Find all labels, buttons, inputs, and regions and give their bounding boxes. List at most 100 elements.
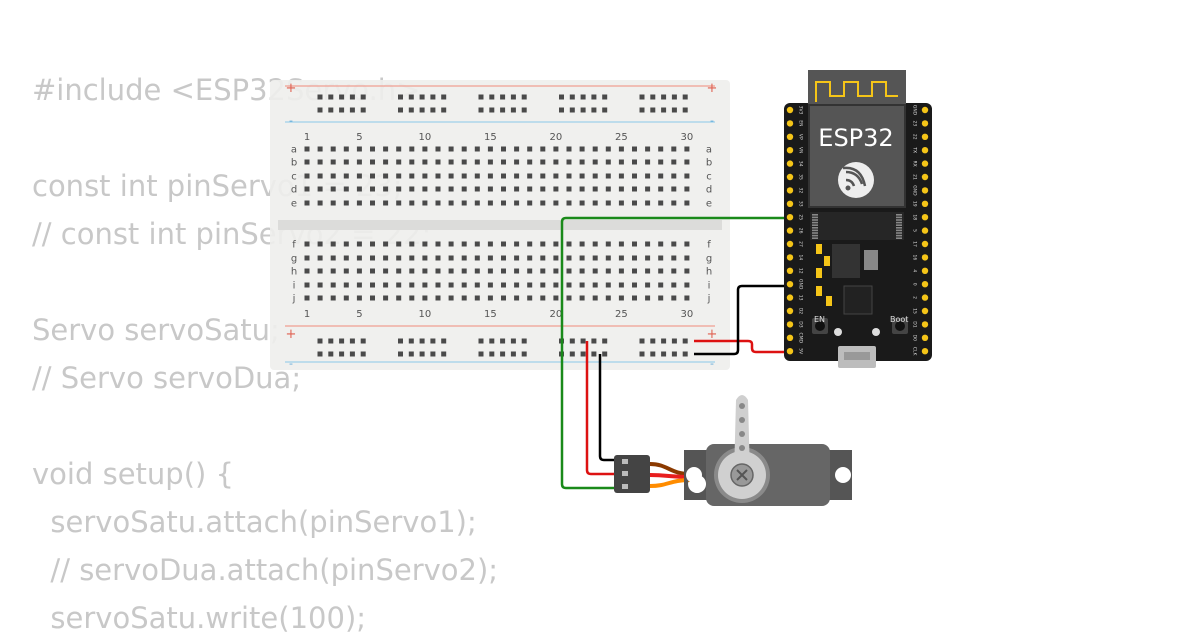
breadboard-hole[interactable] <box>592 186 598 192</box>
breadboard-hole[interactable] <box>639 94 645 100</box>
breadboard-hole[interactable] <box>553 255 559 261</box>
esp32-pin[interactable] <box>786 307 794 315</box>
breadboard-hole[interactable] <box>330 282 336 288</box>
breadboard-hole[interactable] <box>396 241 402 247</box>
breadboard-hole[interactable] <box>343 200 349 206</box>
breadboard-hole[interactable] <box>370 146 375 152</box>
breadboard-hole[interactable] <box>605 268 611 274</box>
breadboard-hole[interactable] <box>553 282 559 288</box>
breadboard-hole[interactable] <box>398 107 403 113</box>
esp32-pin[interactable] <box>921 307 929 315</box>
breadboard-hole[interactable] <box>527 173 533 179</box>
breadboard-hole[interactable] <box>645 295 651 301</box>
breadboard-hole[interactable] <box>579 282 585 288</box>
breadboard-hole[interactable] <box>559 94 564 100</box>
breadboard-hole[interactable] <box>566 159 572 165</box>
breadboard-hole[interactable] <box>671 255 677 261</box>
breadboard-hole[interactable] <box>430 107 436 113</box>
breadboard-hole[interactable] <box>349 351 355 357</box>
breadboard-hole[interactable] <box>448 255 454 261</box>
breadboard-hole[interactable] <box>527 282 533 288</box>
breadboard-hole[interactable] <box>605 159 611 165</box>
breadboard-hole[interactable] <box>592 200 598 206</box>
breadboard-hole[interactable] <box>579 268 585 274</box>
breadboard-hole[interactable] <box>514 241 520 247</box>
esp32-pin[interactable] <box>921 200 929 207</box>
breadboard-hole[interactable] <box>566 268 572 274</box>
breadboard-hole[interactable] <box>579 295 585 301</box>
breadboard-hole[interactable] <box>474 200 480 206</box>
breadboard-hole[interactable] <box>540 173 546 179</box>
breadboard-hole[interactable] <box>422 295 428 301</box>
breadboard-hole[interactable] <box>605 282 611 288</box>
breadboard-hole[interactable] <box>396 282 402 288</box>
esp32-pin[interactable] <box>921 214 929 221</box>
breadboard-hole[interactable] <box>317 255 323 261</box>
breadboard-hole[interactable] <box>521 338 527 344</box>
esp32-pin[interactable] <box>921 173 929 181</box>
breadboard-hole[interactable] <box>330 268 336 274</box>
breadboard-hole[interactable] <box>632 173 637 179</box>
breadboard-hole[interactable] <box>618 159 624 165</box>
breadboard-hole[interactable] <box>343 173 349 179</box>
breadboard-hole[interactable] <box>383 255 389 261</box>
breadboard-hole[interactable] <box>489 338 495 344</box>
breadboard-hole[interactable] <box>461 200 467 206</box>
breadboard-hole[interactable] <box>514 200 520 206</box>
breadboard-hole[interactable] <box>684 255 690 261</box>
breadboard-hole[interactable] <box>435 200 441 206</box>
breadboard-hole[interactable] <box>684 295 690 301</box>
breadboard-hole[interactable] <box>605 186 611 192</box>
breadboard-hole[interactable] <box>328 107 334 113</box>
esp32-pin[interactable] <box>921 254 929 261</box>
breadboard-hole[interactable] <box>487 173 493 179</box>
breadboard-hole[interactable] <box>553 159 559 165</box>
breadboard-hole[interactable] <box>435 255 441 261</box>
breadboard-hole[interactable] <box>370 282 375 288</box>
breadboard-hole[interactable] <box>632 255 637 261</box>
breadboard-hole[interactable] <box>579 173 585 179</box>
breadboard-hole[interactable] <box>632 282 637 288</box>
breadboard-hole[interactable] <box>448 241 454 247</box>
breadboard-hole[interactable] <box>489 107 495 113</box>
breadboard-hole[interactable] <box>632 200 637 206</box>
breadboard-hole[interactable] <box>602 351 608 357</box>
breadboard-hole[interactable] <box>339 94 345 100</box>
esp32-pin[interactable] <box>921 187 929 194</box>
breadboard-hole[interactable] <box>409 295 415 301</box>
breadboard-hole[interactable] <box>569 107 575 113</box>
esp32-pin[interactable] <box>921 133 929 140</box>
breadboard-hole[interactable] <box>370 173 375 179</box>
breadboard-hole[interactable] <box>349 107 355 113</box>
breadboard-hole[interactable] <box>510 107 516 113</box>
breadboard-hole[interactable] <box>684 268 690 274</box>
breadboard-hole[interactable] <box>540 255 546 261</box>
breadboard-hole[interactable] <box>618 255 624 261</box>
breadboard-hole[interactable] <box>448 282 454 288</box>
breadboard-hole[interactable] <box>435 173 441 179</box>
breadboard-hole[interactable] <box>304 255 310 261</box>
breadboard-hole[interactable] <box>489 351 495 357</box>
breadboard-hole[interactable] <box>435 295 441 301</box>
breadboard-hole[interactable] <box>487 282 493 288</box>
breadboard-hole[interactable] <box>514 295 520 301</box>
breadboard-hole[interactable] <box>591 338 597 344</box>
breadboard-hole[interactable] <box>356 241 362 247</box>
breadboard-hole[interactable] <box>514 255 520 261</box>
breadboard-hole[interactable] <box>566 255 572 261</box>
breadboard-hole[interactable] <box>566 241 572 247</box>
breadboard-hole[interactable] <box>383 159 389 165</box>
breadboard-hole[interactable] <box>645 159 651 165</box>
breadboard-hole[interactable] <box>370 159 375 165</box>
breadboard-hole[interactable] <box>671 186 677 192</box>
breadboard-hole[interactable] <box>500 94 506 100</box>
breadboard-hole[interactable] <box>569 351 575 357</box>
esp32-pin[interactable] <box>921 120 929 127</box>
breadboard-hole[interactable] <box>658 295 664 301</box>
breadboard-hole[interactable] <box>398 94 403 100</box>
breadboard-hole[interactable] <box>501 146 506 152</box>
breadboard-hole[interactable] <box>422 186 428 192</box>
breadboard-hole[interactable] <box>422 255 428 261</box>
breadboard-hole[interactable] <box>349 94 355 100</box>
breadboard-hole[interactable] <box>370 186 375 192</box>
